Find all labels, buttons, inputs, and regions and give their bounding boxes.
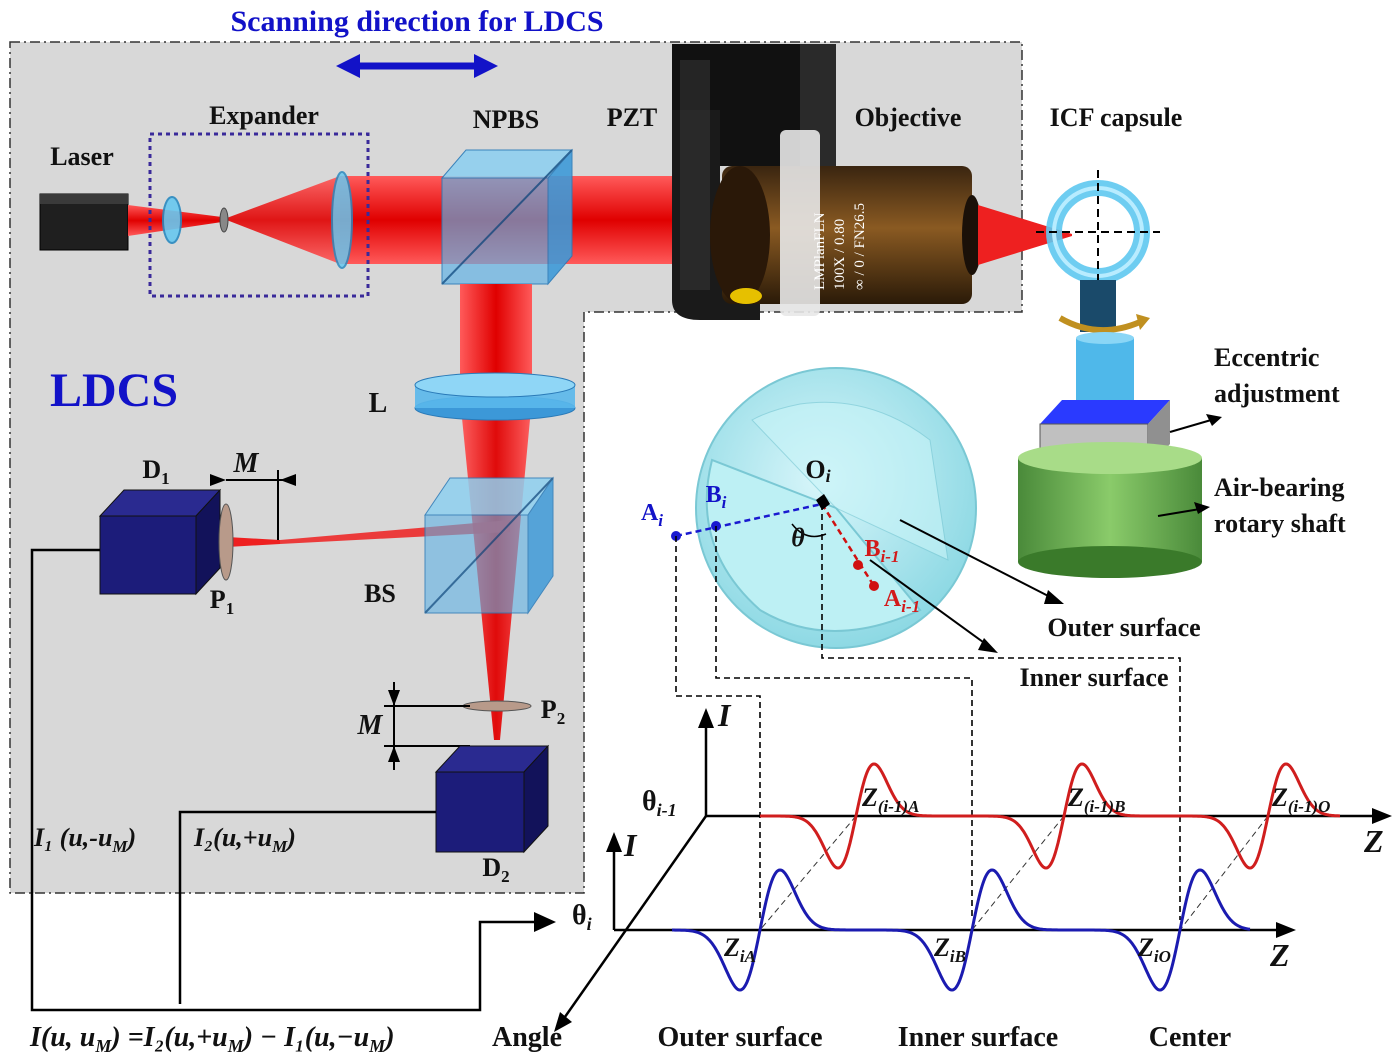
bi1-label: Bi-1 bbox=[865, 536, 900, 566]
p2-label: P2 bbox=[541, 695, 565, 728]
objective-label: Objective bbox=[855, 103, 962, 132]
expander-box bbox=[148, 132, 370, 298]
theta-angle-label: θ bbox=[791, 523, 805, 552]
expanding-beam bbox=[224, 176, 340, 264]
outer-surface-label: Outer surface bbox=[1047, 613, 1200, 642]
d2-label: D2 bbox=[482, 853, 509, 886]
reflected-beam bbox=[460, 284, 532, 380]
ldcs-label: LDCS bbox=[50, 364, 178, 417]
pzt-label: PZT bbox=[607, 103, 658, 132]
lens-l bbox=[414, 372, 576, 421]
slice-guides bbox=[759, 815, 1269, 931]
scan-direction-title: Scanning direction for LDCS bbox=[230, 5, 603, 38]
oi-label: Oi bbox=[805, 455, 830, 486]
signal-plot-axes bbox=[558, 716, 1380, 1025]
detector-d1 bbox=[98, 488, 222, 596]
axis-z-top: Z bbox=[1363, 823, 1384, 859]
bottom-center-label: Center bbox=[1149, 1022, 1231, 1053]
z-cur-b-label: ZiB bbox=[933, 933, 966, 966]
m-dimension-top bbox=[210, 470, 296, 540]
m-dimension-bottom bbox=[384, 682, 470, 770]
focused-beam-objective bbox=[978, 205, 1072, 265]
bottom-inner-label: Inner surface bbox=[898, 1022, 1058, 1053]
bs-cube bbox=[424, 476, 554, 615]
pinhole-p2 bbox=[462, 700, 532, 712]
objective-lens bbox=[710, 130, 982, 316]
lens-l-label: L bbox=[369, 388, 388, 419]
ai1-label: Ai-1 bbox=[884, 586, 920, 616]
bi-label: Bi bbox=[706, 482, 727, 512]
i2-signal-label: I₂(u,+uM) bbox=[193, 823, 296, 856]
z-cur-a-label: ZiA bbox=[723, 933, 756, 966]
ai-label: Ai bbox=[641, 500, 663, 530]
pinhole-icon bbox=[219, 207, 229, 233]
blue-signal-curve bbox=[672, 868, 1251, 992]
pinhole-p1 bbox=[218, 503, 234, 581]
z-prev-o-label: Z(i-1)O bbox=[1271, 783, 1330, 816]
p1-label: P1 bbox=[210, 585, 234, 618]
inner-surface-label: Inner surface bbox=[1019, 663, 1168, 692]
difference-formula: I(u, uM) =I₂(u,+uM) − I₁(u,−uM) bbox=[29, 1022, 395, 1056]
radius-red bbox=[820, 503, 876, 587]
expander-label: Expander bbox=[209, 101, 319, 130]
projection-lines bbox=[675, 504, 1181, 920]
theta-cur-label: θi bbox=[572, 900, 592, 934]
eccentric-stage bbox=[1040, 400, 1170, 424]
icf-capsule-label: ICF capsule bbox=[1050, 103, 1183, 132]
d1-label: D1 bbox=[142, 455, 169, 488]
expander-lens-large bbox=[331, 171, 353, 269]
wire-arrow-icon bbox=[534, 912, 556, 932]
m-label-top: M bbox=[233, 448, 260, 479]
axis-i-top: I bbox=[717, 697, 732, 733]
radius-blue bbox=[675, 502, 823, 538]
air-bearing-shaft bbox=[1018, 442, 1202, 578]
npbs-cube bbox=[440, 148, 574, 286]
npbs-label: NPBS bbox=[473, 105, 539, 134]
scan-direction-arrow-icon bbox=[336, 54, 498, 78]
z-cur-o-label: ZiO bbox=[1137, 933, 1171, 966]
objective-engraving: LMPlanFLN 100X / 0.80 ∞ / 0 / FN26.5 bbox=[812, 203, 868, 290]
z-prev-b-label: Z(i-1)B bbox=[1067, 783, 1125, 816]
axis-i-bottom: I bbox=[623, 827, 638, 863]
laser-label: Laser bbox=[50, 142, 114, 171]
capsule-cross-section bbox=[695, 367, 977, 649]
bottom-outer-label: Outer surface bbox=[657, 1022, 822, 1053]
red-signal-curve bbox=[760, 762, 1340, 870]
detector-d2 bbox=[434, 744, 550, 854]
angle-label: Angle bbox=[492, 1022, 562, 1053]
z-prev-a-label: Z(i-1)A bbox=[861, 783, 919, 816]
mount-post bbox=[1076, 338, 1134, 400]
axis-z-bottom: Z bbox=[1269, 937, 1290, 973]
i1-signal-label: I₁ (u,-uM) bbox=[33, 823, 136, 856]
bs-label: BS bbox=[364, 579, 396, 608]
m-label-bottom: M bbox=[357, 710, 384, 741]
rotation-arrow-icon bbox=[1058, 315, 1142, 333]
wire-d2 bbox=[178, 810, 436, 1004]
expander-lens-small bbox=[162, 196, 182, 244]
theta-prev-label: θi-1 bbox=[642, 786, 677, 820]
wire-d1 bbox=[30, 548, 536, 1012]
capsule-stem bbox=[1080, 280, 1116, 332]
